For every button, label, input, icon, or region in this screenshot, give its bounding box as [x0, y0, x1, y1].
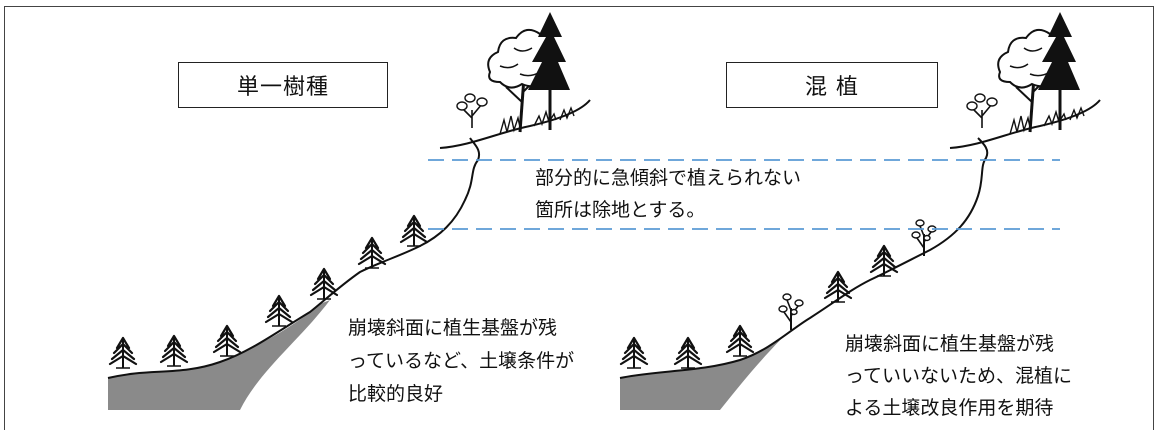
conifer-icon [869, 244, 899, 278]
right-slope-line [619, 137, 989, 379]
conifer-icon [159, 334, 189, 368]
broadleaf-tree-icon [911, 219, 937, 257]
single-species-caption: 崩壊斜面に植生基盤が残 っているなど、土壌条件が 比較的良好 [348, 317, 575, 405]
conifer-icon [399, 214, 429, 248]
left-soil-layer [108, 300, 330, 410]
conifer-icon [108, 336, 138, 370]
steep-slope-note: 部分的に急傾斜で植えられない 箇所は除地とする。 [535, 167, 802, 221]
conifer-icon [212, 324, 242, 358]
right-soil-layer [620, 330, 790, 410]
right-slope-scene [619, 10, 1101, 410]
single-species-title: 単一樹種 [178, 62, 388, 108]
conifer-icon [619, 336, 649, 370]
conifer-icon [309, 267, 339, 301]
forest-canopy-icon [455, 10, 576, 136]
left-slope-scene [107, 10, 591, 410]
mixed-planting-title: 混 植 [726, 62, 938, 108]
conifer-icon [725, 324, 755, 358]
conifer-icon [823, 270, 853, 304]
mixed-planting-caption: 崩壊斜面に植生基盤が残 っていいないため、混植に よる土壌改良作用を期待 [845, 333, 1073, 419]
figure-frame [4, 6, 1154, 430]
conifer-icon [673, 336, 703, 370]
forest-canopy-icon [965, 10, 1086, 136]
conifer-icon [264, 294, 294, 328]
